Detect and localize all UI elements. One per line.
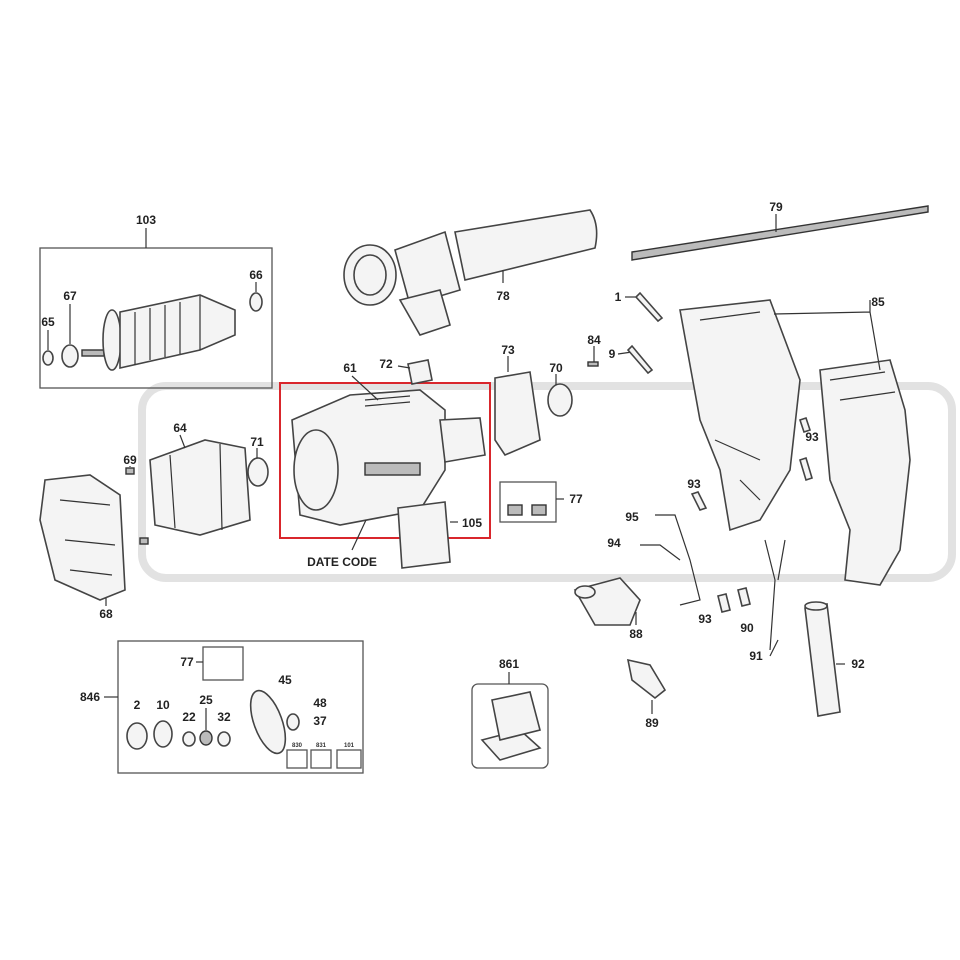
callout-93-low: 93 — [698, 612, 712, 626]
side-handle-part — [343, 209, 598, 336]
callout-830: 830 — [292, 743, 303, 749]
callout-72: 72 — [379, 357, 393, 371]
callout-77-brushes: 77 — [569, 492, 583, 506]
callout-79: 79 — [769, 200, 783, 214]
depth-rod-part — [631, 205, 929, 261]
housing-part — [679, 299, 911, 586]
watermark-frame — [138, 382, 956, 582]
callout-101: 101 — [344, 743, 355, 749]
callout-25: 25 — [199, 693, 213, 707]
callout-22: 22 — [182, 710, 196, 724]
callout-88: 88 — [629, 627, 643, 641]
callout-10: 10 — [156, 698, 170, 712]
gear-housing-part — [291, 375, 486, 526]
callout-69: 69 — [123, 453, 137, 467]
callout-89: 89 — [645, 716, 659, 730]
highlight-box-part-61 — [279, 382, 491, 539]
callout-90: 90 — [740, 621, 754, 635]
callout-67: 67 — [63, 289, 77, 303]
callout-32: 32 — [217, 710, 231, 724]
callout-37: 37 — [313, 714, 327, 728]
callout-labels: 103 67 66 65 78 79 1 85 84 9 72 73 70 61… — [41, 200, 885, 749]
date-code-label: DATE CODE — [307, 555, 377, 569]
callout-846: 846 — [80, 690, 100, 704]
callout-78: 78 — [496, 289, 510, 303]
callout-105: 105 — [462, 516, 482, 530]
callout-1: 1 — [615, 290, 622, 304]
callout-91: 91 — [749, 649, 763, 663]
callout-65: 65 — [41, 315, 55, 329]
callout-71: 71 — [250, 435, 264, 449]
callout-73: 73 — [501, 343, 515, 357]
callout-68: 68 — [99, 607, 113, 621]
callout-2: 2 — [134, 698, 141, 712]
callout-861: 861 — [499, 657, 519, 671]
callout-66: 66 — [249, 268, 263, 282]
callout-831: 831 — [316, 743, 327, 749]
callout-84: 84 — [587, 333, 601, 347]
callout-85: 85 — [871, 295, 885, 309]
callout-45: 45 — [278, 673, 292, 687]
callout-95: 95 — [625, 510, 639, 524]
callout-48: 48 — [313, 696, 327, 710]
callout-61: 61 — [343, 361, 357, 375]
callout-93-mid: 93 — [687, 477, 701, 491]
callout-103: 103 — [136, 213, 156, 227]
callout-93-right: 93 — [805, 430, 819, 444]
armature-assembly-group — [39, 228, 273, 389]
callout-92: 92 — [851, 657, 865, 671]
callout-64: 64 — [173, 421, 187, 435]
callout-9: 9 — [609, 347, 616, 361]
label-105-part — [397, 501, 451, 569]
callout-94: 94 — [607, 536, 621, 550]
callout-77-kit: 77 — [180, 655, 194, 669]
callout-70: 70 — [549, 361, 563, 375]
kit-846-group — [104, 640, 364, 774]
